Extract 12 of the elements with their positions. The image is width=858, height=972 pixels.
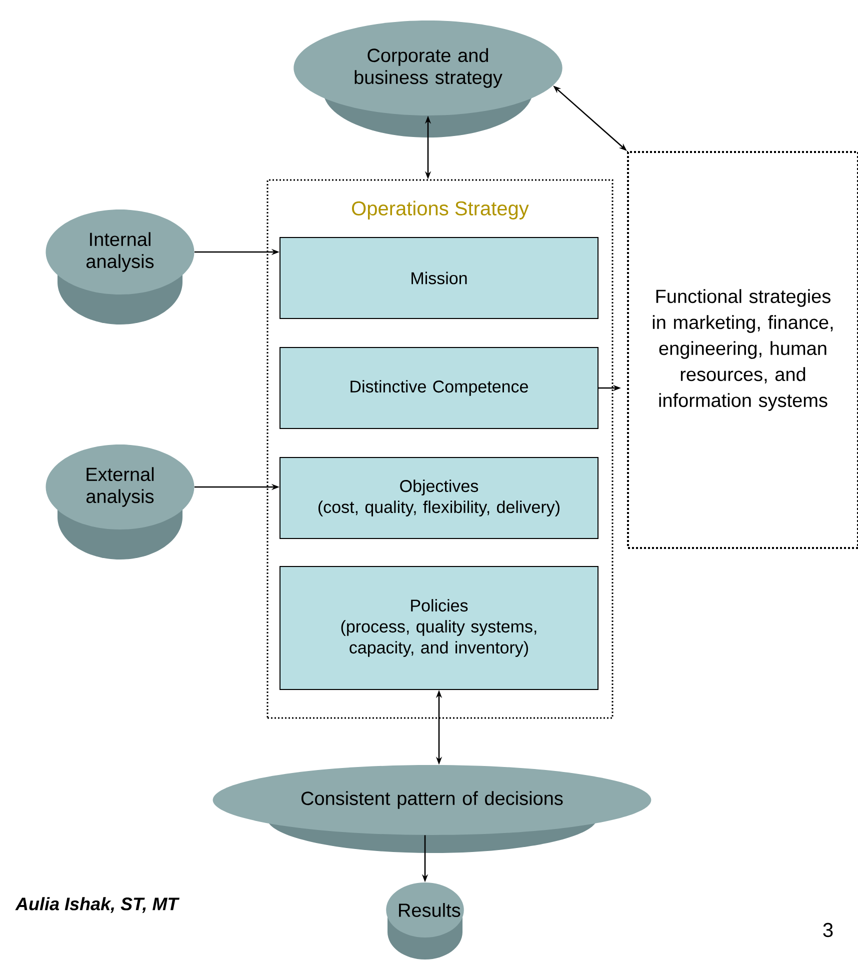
process-box: Policies (process, quality systems, capacity, and inventory)	[280, 566, 598, 690]
cylinder-node: Consistent pattern of decisions	[212, 765, 652, 853]
process-box: Distinctive Competence	[280, 347, 598, 429]
author-name: Aulia Ishak, ST, MT	[15, 897, 180, 913]
cylinder-node: External analysis	[46, 444, 194, 560]
process-box: Mission	[280, 237, 598, 319]
cylinder-node: Internal analysis	[46, 210, 194, 324]
page-number: 3	[823, 922, 833, 938]
process-box: Objectives (cost, quality, flexibility, delivery)	[280, 457, 598, 539]
cylinder-node: Corporate and business strategy	[294, 20, 562, 138]
cylinder-node: Results	[386, 882, 464, 960]
dotted-frame: Functional strategies in marketing, finance, engineering, human resources, and information systems	[627, 151, 858, 549]
